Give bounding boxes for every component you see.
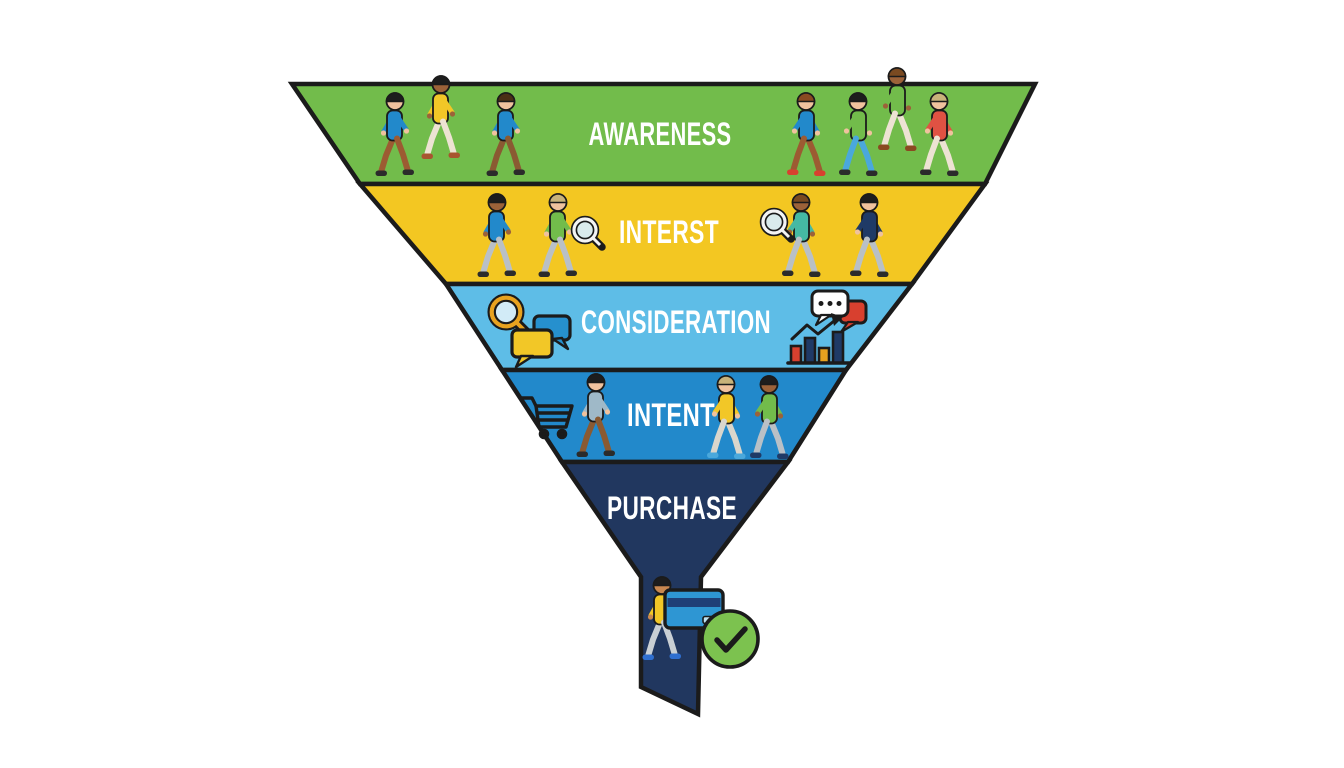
stage-label-awareness: AWARENESS [589,116,732,152]
consideration-icons [492,289,868,369]
speech-bubbles-icon [510,314,572,369]
typing-bubble-icon [810,289,868,334]
stage-label-intent: INTENT [627,397,715,433]
stage-label-purchase: PURCHASE [607,490,737,526]
stage-label-interest: INTERST [619,214,719,250]
check-circle-icon [700,609,760,669]
stage-purchase-band [557,459,793,718]
intent-people [520,374,789,459]
shopping-cart-icon [520,396,574,440]
spout-scene [643,577,760,669]
bar-chart-icon [786,313,852,365]
funnel-bands [287,81,1039,718]
stage-labels: AWARENESS INTERST CONSIDERATION INTENT P… [581,116,771,526]
stage-label-consideration: CONSIDERATION [581,304,771,340]
